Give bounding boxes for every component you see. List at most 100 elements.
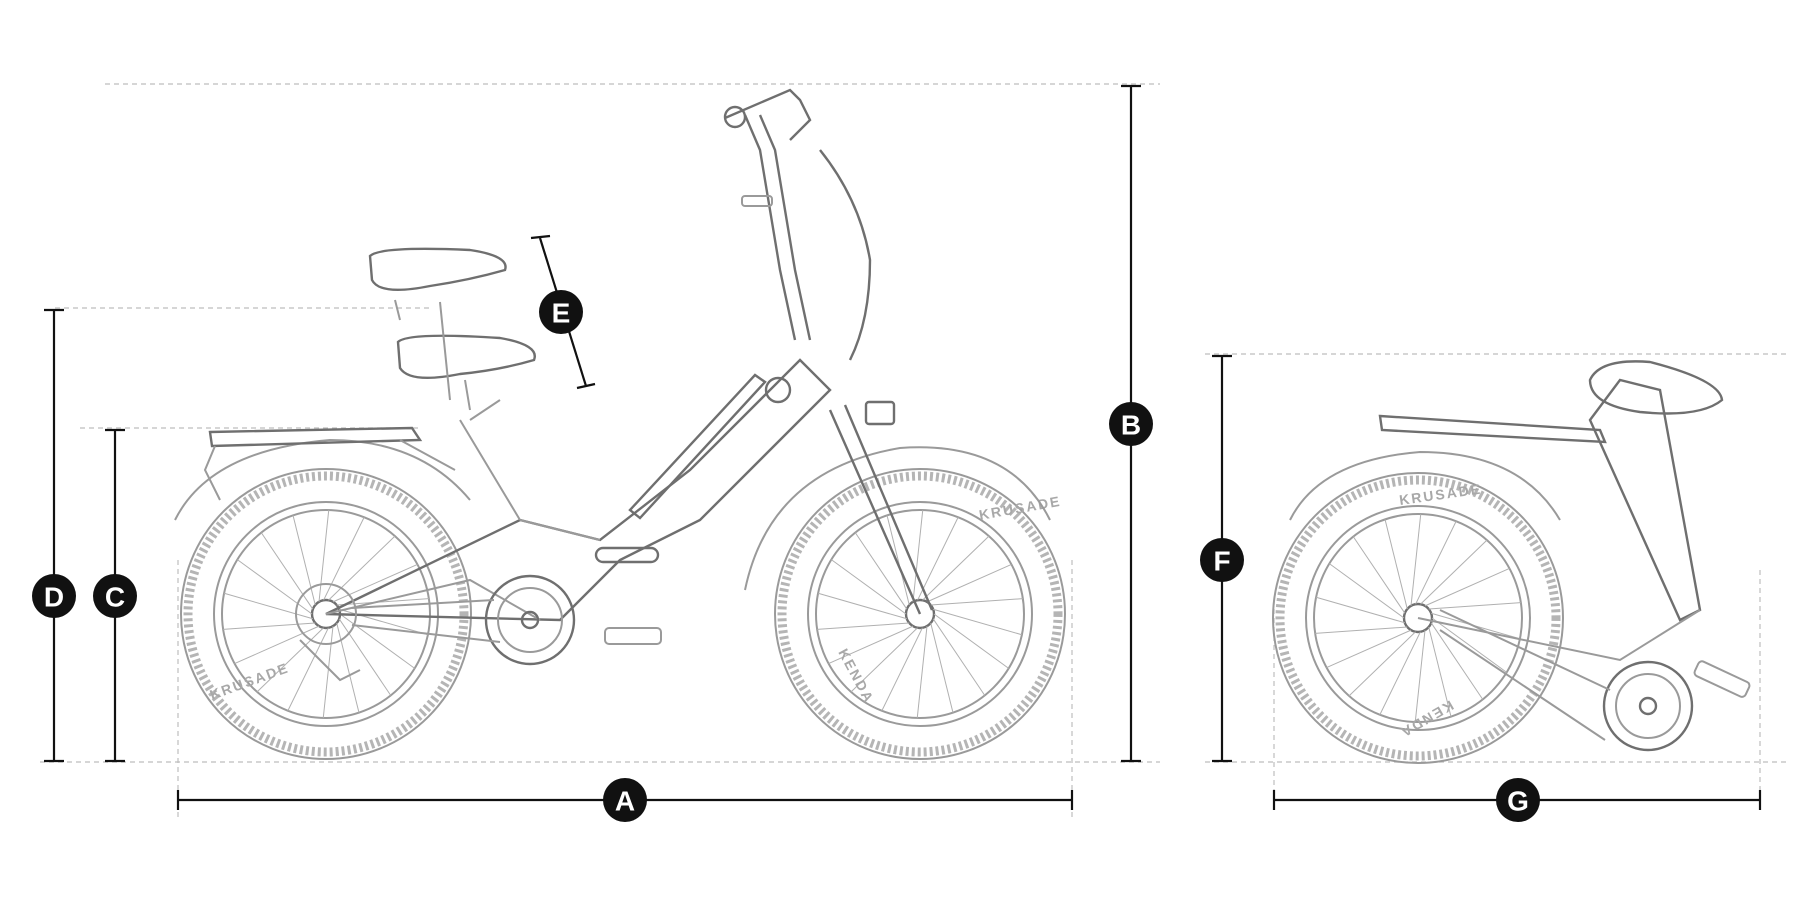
rear-fender — [174, 438, 471, 521]
label-d-text: D — [44, 582, 64, 613]
folded-rack — [1378, 414, 1607, 444]
wheel-spoke — [933, 608, 1023, 636]
wheel-spoke — [223, 622, 316, 630]
wheel-spoke — [932, 618, 986, 696]
wheel-spoke — [1414, 630, 1426, 723]
brake-cable — [819, 149, 872, 361]
folded-chainring — [1602, 660, 1694, 752]
wheel-spoke — [1431, 617, 1507, 673]
label-e-text: E — [552, 298, 571, 329]
wheel-spoke — [332, 563, 418, 603]
wheel-spoke — [322, 626, 334, 719]
rack-stays — [203, 439, 456, 501]
wheel-spoke — [339, 613, 415, 669]
label-badge-d: D — [32, 574, 76, 618]
label-badge-e: E — [539, 290, 583, 334]
derailleur — [299, 639, 361, 682]
wheel-spoke — [1384, 519, 1408, 610]
wheel-spoke — [1428, 626, 1452, 717]
wheel-spoke — [930, 622, 954, 713]
motor-badge — [594, 546, 660, 564]
wheel-spoke — [287, 627, 329, 711]
wheel-spoke — [831, 559, 907, 615]
wheel-spoke — [817, 622, 910, 630]
label-b-text: B — [1121, 410, 1141, 441]
wheel-spoke — [1428, 602, 1521, 610]
head-badge — [764, 376, 792, 404]
wheel-spoke — [318, 509, 330, 602]
chainring — [484, 574, 576, 666]
wheel-spoke — [1410, 513, 1422, 606]
wheel-spoke — [1352, 536, 1406, 614]
wheel-spoke — [223, 592, 313, 620]
pedal — [604, 627, 662, 645]
folded-frame — [1588, 378, 1702, 622]
wheel-spoke — [1315, 626, 1408, 634]
folded-fender — [1289, 450, 1561, 521]
guide-lines — [40, 83, 1790, 820]
wheel-spoke — [323, 517, 365, 601]
wheel-spoke — [339, 608, 429, 636]
wheel-spoke — [917, 517, 959, 601]
dimension-d — [44, 308, 64, 763]
battery — [628, 373, 767, 520]
wheel-spoke — [336, 598, 429, 606]
wheel-spoke — [933, 613, 1009, 669]
wheel-spoke — [828, 625, 914, 665]
wheel-spoke — [1348, 631, 1416, 697]
wheel-spoke — [1424, 567, 1510, 607]
label-a-text: A — [615, 786, 635, 817]
folded-saddle — [1588, 360, 1724, 415]
display — [723, 105, 747, 129]
chain-stays — [325, 519, 601, 621]
handlebar — [724, 88, 812, 141]
folded-bike-illustration: KENDA KRUSADE — [1272, 360, 1751, 764]
wheel-spoke — [912, 509, 924, 602]
seat-tube — [459, 399, 521, 521]
rear-rack — [208, 426, 423, 448]
headlight — [864, 400, 896, 426]
wheel-spoke — [328, 535, 396, 601]
unfolded-bike-illustration: KRUSADE KENDA KRUSADE — [174, 88, 1066, 760]
wheel-spoke — [1329, 563, 1405, 619]
saddle-raised — [368, 247, 507, 291]
front-fender — [744, 446, 1051, 591]
wheel-spoke — [1420, 539, 1488, 605]
wheel-spoke — [881, 627, 923, 711]
wheel-spoke — [338, 618, 392, 696]
label-c-text: C — [105, 582, 125, 613]
wheel-spoke — [854, 532, 908, 610]
saddle-lowered — [396, 334, 536, 379]
wheel-spoke — [1430, 622, 1484, 700]
folded-tire-text: KENDA — [1397, 697, 1457, 741]
label-g-text: G — [1507, 786, 1529, 817]
folded-pedal — [1693, 660, 1751, 698]
wheel-spoke — [916, 626, 928, 719]
wheel-spoke — [1326, 629, 1412, 669]
wheel-spoke — [817, 592, 907, 620]
wheel-spoke — [256, 627, 324, 693]
folded-chain — [1439, 609, 1611, 741]
rear-disc — [295, 583, 357, 645]
handlebar-stem — [743, 114, 812, 341]
wheel-spoke — [850, 627, 918, 693]
wheel-spoke — [260, 532, 314, 610]
wheel-spoke — [1315, 596, 1405, 624]
chain — [351, 599, 501, 643]
wheel-spoke — [930, 598, 1023, 606]
front-fork — [828, 404, 934, 615]
wheel-spoke — [1415, 521, 1457, 605]
label-badge-g: G — [1496, 778, 1540, 822]
label-badge-a: A — [603, 778, 647, 822]
wheel-spoke — [234, 625, 320, 665]
wheel-spoke — [292, 515, 316, 606]
seat-post — [439, 301, 471, 411]
wheel-spoke — [237, 559, 313, 615]
wheel-spoke — [886, 515, 910, 606]
label-badge-f: F — [1200, 538, 1244, 582]
wheel-spoke — [922, 535, 990, 601]
wheel-spoke — [926, 563, 1012, 603]
label-f-text: F — [1213, 546, 1230, 577]
label-badge-b: B — [1109, 402, 1153, 446]
